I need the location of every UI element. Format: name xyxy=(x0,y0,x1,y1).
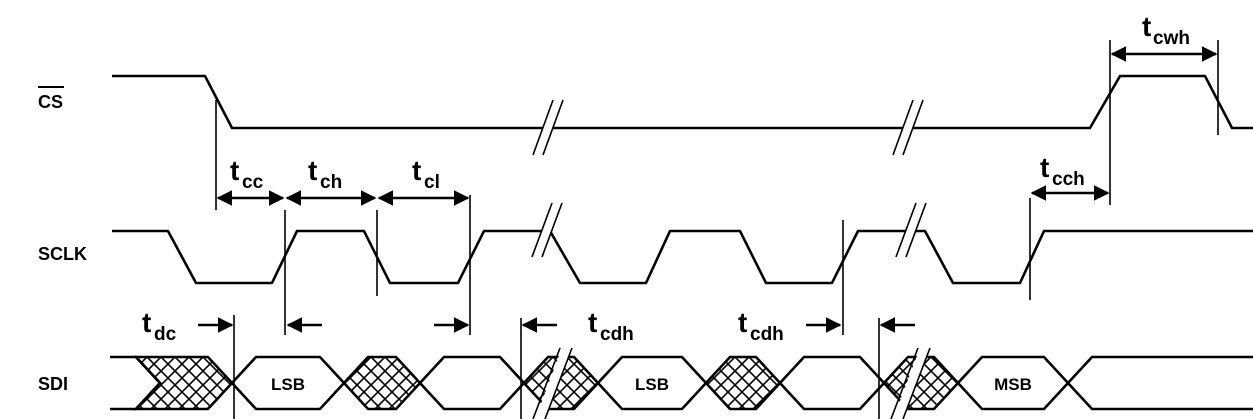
svg-text:cdh: cdh xyxy=(600,324,634,345)
sdi-break-marks xyxy=(532,347,931,419)
svg-text:t: t xyxy=(412,155,421,186)
timing-label-cwh: t cwh xyxy=(1142,11,1190,49)
svg-text:cc: cc xyxy=(242,172,264,193)
timing-label-cl: t cl xyxy=(412,155,440,193)
svg-text:cch: cch xyxy=(1052,169,1085,190)
svg-text:t: t xyxy=(1040,152,1049,183)
svg-text:t: t xyxy=(1142,11,1151,42)
svg-text:ch: ch xyxy=(320,172,342,193)
timing-label-cc: t cc xyxy=(230,155,264,193)
svg-text:t: t xyxy=(308,155,317,186)
svg-text:cwh: cwh xyxy=(1153,28,1190,49)
sdi-lsb-first: LSB xyxy=(271,375,305,394)
sdi-msb: MSB xyxy=(994,375,1032,394)
cs-waveform xyxy=(112,74,1253,130)
sdi-label: SDI xyxy=(38,374,68,394)
reference-lines xyxy=(215,40,1219,419)
sclk-waveform xyxy=(112,229,1253,285)
svg-text:t: t xyxy=(230,155,239,186)
svg-text:dc: dc xyxy=(154,324,177,345)
sdi-bus xyxy=(110,355,1253,411)
svg-text:t: t xyxy=(142,307,151,338)
svg-text:cl: cl xyxy=(424,172,440,193)
svg-text:t: t xyxy=(588,307,597,338)
timing-label-ch: t ch xyxy=(308,155,342,193)
timing-label-dc: t dc xyxy=(142,307,177,345)
timing-label-cch: t cch xyxy=(1040,152,1085,190)
timing-arrows xyxy=(198,46,1218,333)
timing-label-cdh-1: t cdh xyxy=(588,307,634,345)
sclk-break-marks xyxy=(531,202,927,259)
sclk-label: SCLK xyxy=(38,244,87,264)
cs-label: CS xyxy=(38,92,63,112)
cs-break-marks xyxy=(532,99,924,156)
timing-label-cdh-2: t cdh xyxy=(738,307,784,345)
svg-text:t: t xyxy=(738,307,747,338)
sdi-lsb-second: LSB xyxy=(635,375,669,394)
svg-text:cdh: cdh xyxy=(750,324,784,345)
